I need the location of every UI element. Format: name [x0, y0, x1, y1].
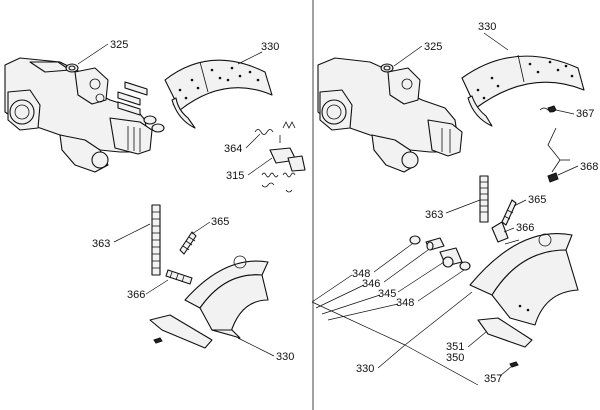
label-346-right: 346 — [362, 278, 380, 290]
label-365-right: 365 — [528, 194, 546, 206]
exploded-leaders-right — [311, 243, 479, 386]
label-345-right: 345 — [378, 288, 396, 300]
brake-shoe-right — [469, 233, 579, 368]
label-366-left: 366 — [127, 289, 145, 301]
label-363-left: 363 — [92, 238, 110, 250]
brake-lining-left — [164, 59, 273, 129]
long-spring-right — [479, 175, 489, 223]
left-panel: 325 330 364 315 363 365 366 330 — [4, 39, 306, 363]
label-330-bottom-right: 330 — [356, 363, 374, 375]
label-330-bottom-left: 330 — [276, 351, 294, 363]
label-348b-right: 348 — [396, 297, 414, 309]
label-368-right: 368 — [580, 161, 598, 173]
right-panel: 330 325 367 368 363 365 366 348 346 345 … — [311, 21, 598, 386]
label-357-right: 357 — [484, 373, 502, 385]
label-348a-right: 348 — [352, 268, 370, 280]
roller-parts-right — [409, 235, 471, 271]
seal-rings-left — [65, 63, 165, 133]
axle-housing-right — [317, 57, 463, 173]
small-spring-right — [491, 221, 520, 245]
label-364-left: 364 — [224, 143, 242, 155]
label-366-right: 366 — [516, 222, 534, 234]
short-spring-left — [179, 231, 197, 255]
long-spring-left — [151, 204, 161, 276]
label-367-right: 367 — [576, 108, 594, 120]
label-363-right: 363 — [425, 209, 443, 221]
small-spring-left — [165, 269, 193, 285]
label-365-left: 365 — [211, 216, 229, 228]
axle-housing-left — [4, 57, 153, 173]
anchor-pins-left — [117, 81, 148, 116]
label-325-left: 325 — [110, 39, 128, 51]
label-315-left: 315 — [226, 170, 244, 182]
springs-367-368 — [539, 105, 570, 183]
label-351-right: 351 — [446, 341, 464, 353]
label-330-top-right: 330 — [478, 21, 496, 33]
label-330-top-left: 330 — [261, 41, 279, 53]
brake-lining-right — [461, 54, 585, 127]
short-spring-right — [501, 199, 517, 226]
label-325-right: 325 — [424, 41, 442, 53]
return-springs-left — [254, 121, 306, 193]
brake-shoe-left — [149, 255, 269, 349]
label-350-right: 350 — [446, 352, 464, 364]
